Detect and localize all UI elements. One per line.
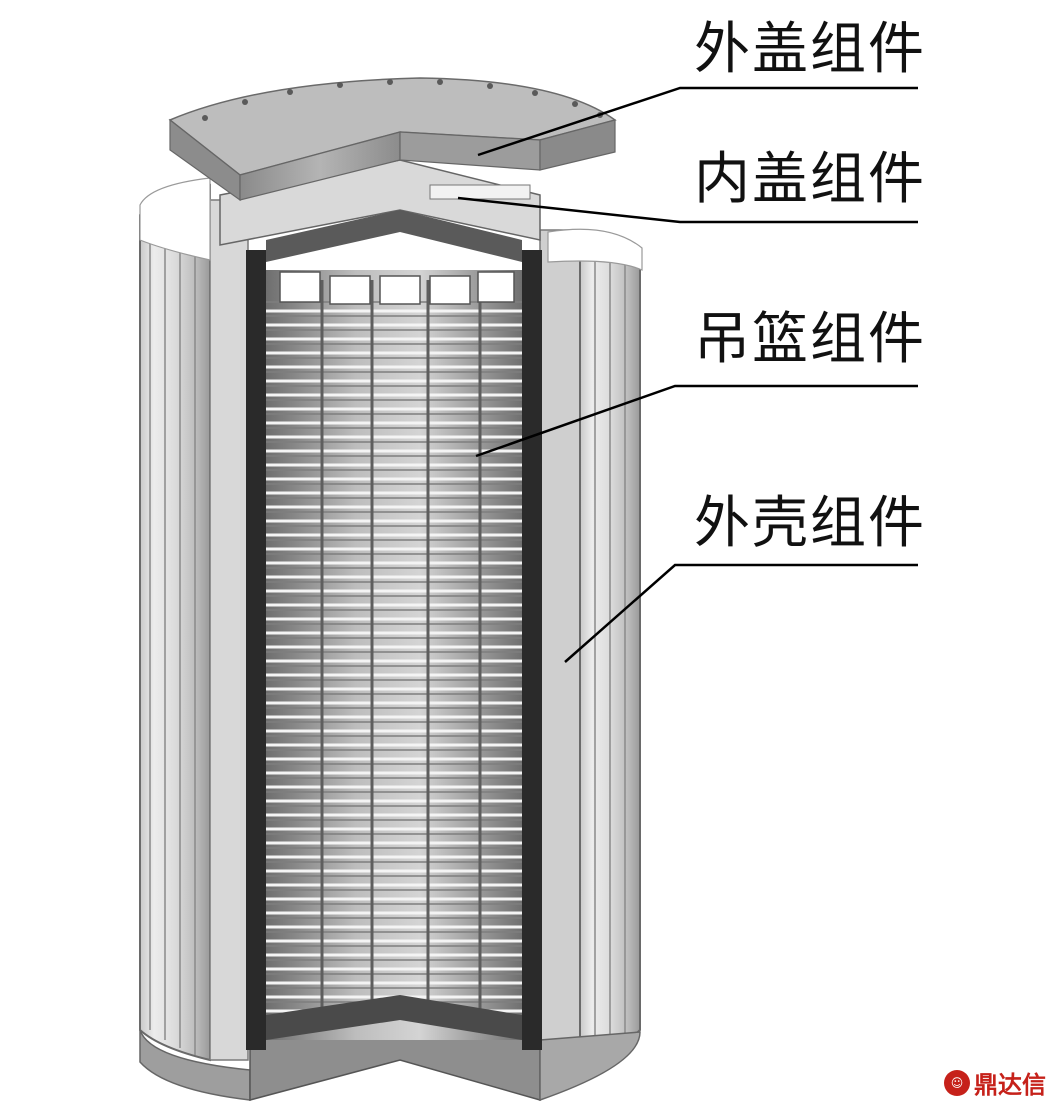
basket-assembly (266, 270, 522, 1040)
outer-cover-assembly (168, 77, 617, 202)
watermark: ☺ 鼎达信 (944, 1065, 1046, 1100)
leader-lines (457, 86, 918, 663)
label-shell: 外壳组件 (694, 491, 926, 556)
inner-liner-left (246, 250, 266, 1050)
watermark-logo-icon: ☺ (944, 1069, 970, 1096)
inner-liner-right (522, 250, 542, 1050)
label-outer-cover: 外盖组件 (694, 17, 926, 82)
watermark-text: 鼎达信 (974, 1071, 1046, 1099)
leader-inner-cover (457, 196, 918, 224)
label-inner-cover: 内盖组件 (694, 147, 926, 212)
label-basket: 吊篮组件 (694, 307, 926, 372)
leader-shell (564, 563, 918, 663)
leader-outer-cover (477, 86, 918, 157)
leader-basket (475, 384, 918, 458)
